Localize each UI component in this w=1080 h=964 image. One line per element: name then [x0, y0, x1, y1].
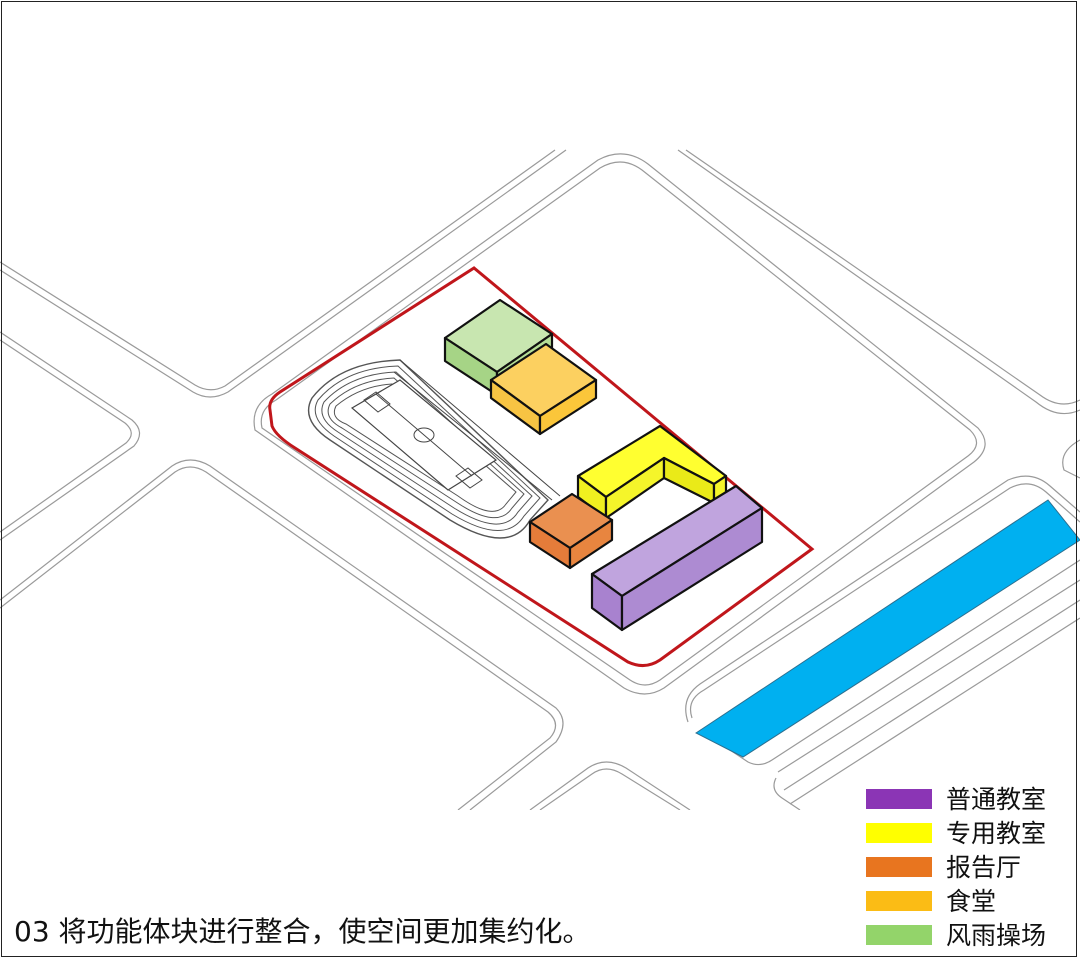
legend-item-gym: 风雨操场 — [866, 918, 1076, 952]
city-block-upper-right — [686, 150, 1080, 404]
legend-swatch-gym — [866, 925, 932, 945]
legend-label: 报告厅 — [946, 855, 1021, 880]
city-block-lower-left — [0, 467, 556, 810]
legend-swatch-general-classroom — [866, 789, 932, 809]
legend-swatch-auditorium — [866, 857, 932, 877]
legend-label: 食堂 — [946, 889, 996, 914]
city-block-left — [0, 332, 140, 540]
legend-swatch-special-classroom — [866, 823, 932, 843]
caption: 03 将功能体块进行整合，使空间更加集约化。 — [14, 918, 591, 946]
legend-label: 普通教室 — [946, 787, 1046, 812]
street-blocks — [0, 150, 1080, 810]
legend-label: 专用教室 — [946, 821, 1046, 846]
legend-swatch-canteen — [866, 891, 932, 911]
legend-item-auditorium: 报告厅 — [866, 850, 1076, 884]
legend: 普通教室 专用教室 报告厅 食堂 风雨操场 — [866, 782, 1076, 952]
special-classroom-block — [578, 426, 726, 518]
legend-label: 风雨操场 — [946, 923, 1046, 948]
legend-item-canteen: 食堂 — [866, 884, 1076, 918]
legend-item-special-classroom: 专用教室 — [866, 816, 1076, 850]
legend-item-general-classroom: 普通教室 — [866, 782, 1076, 816]
